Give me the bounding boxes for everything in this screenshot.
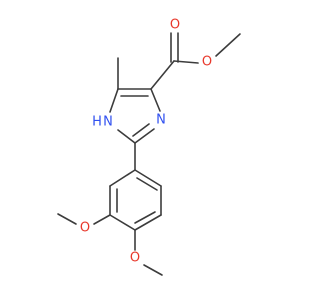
bond-ar-6-1 bbox=[109, 169, 136, 187]
bond-ar-4-5 bbox=[109, 214, 136, 231]
bond-n1-c5 bbox=[109, 88, 119, 113]
bond-ester-o-methyl bbox=[215, 33, 241, 57]
bond-o-methyl-meta bbox=[57, 213, 77, 225]
bond-ester-c-o bbox=[173, 60, 199, 64]
bond-ar-3-4 bbox=[134, 214, 162, 231]
molecule-structure: O O N N H O O bbox=[57, 18, 241, 276]
atom-n-amine: N bbox=[103, 115, 113, 130]
bond-n3-c2 bbox=[134, 128, 155, 144]
benzene-ring bbox=[109, 169, 162, 231]
imidazole-ring bbox=[109, 57, 161, 144]
atom-o-methoxy-para: O bbox=[130, 251, 140, 266]
atom-o-ester: O bbox=[202, 55, 212, 70]
bond-n3-c2-inner bbox=[132, 123, 150, 137]
atom-o-carbonyl: O bbox=[170, 18, 180, 33]
ester-group bbox=[150, 32, 241, 90]
bond-o-methyl-para bbox=[143, 264, 163, 276]
methoxy-groups bbox=[57, 213, 163, 276]
bond-c2-n1 bbox=[117, 129, 136, 144]
atom-h-amine: H bbox=[92, 115, 102, 130]
bond-c4-ester-carbon bbox=[150, 60, 175, 90]
bond-ar-3-4-inner bbox=[134, 211, 156, 224]
atom-n-imine: N bbox=[156, 113, 166, 128]
bond-ar-o-meta bbox=[93, 214, 111, 225]
bond-c4-n3 bbox=[150, 88, 161, 112]
atom-o-methoxy-meta: O bbox=[80, 221, 90, 236]
bond-ar-1-2-inner bbox=[136, 177, 158, 191]
bond-ar-1-2 bbox=[134, 169, 162, 187]
